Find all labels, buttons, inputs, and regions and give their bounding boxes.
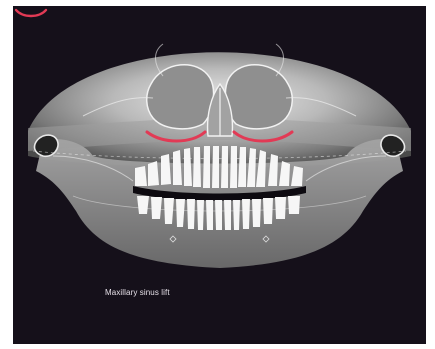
red-arc-swatch-icon — [13, 6, 49, 20]
left-condyle — [34, 135, 58, 156]
panoramic-xray-illustration — [13, 6, 426, 344]
xray-panel: Maxillary sinus lift — [13, 6, 426, 344]
right-condyle — [381, 135, 405, 156]
legend-label: Maxillary sinus lift — [105, 288, 170, 297]
